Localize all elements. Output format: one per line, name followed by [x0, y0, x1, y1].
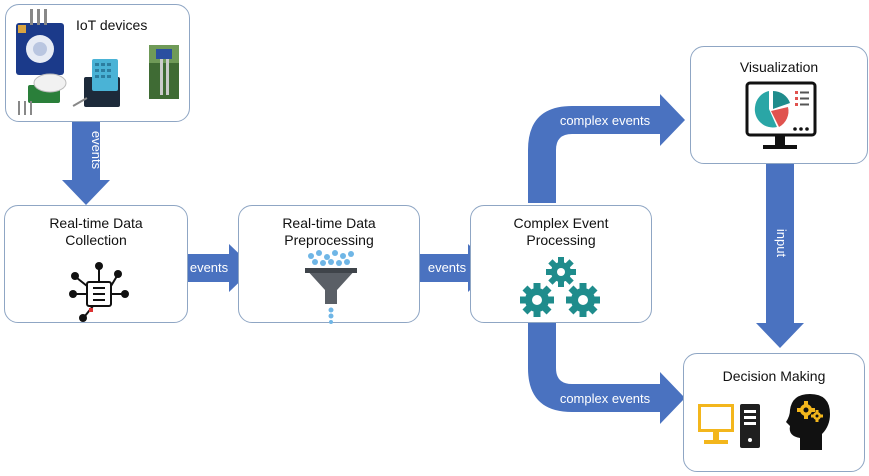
edge-label-cep-to-decision: complex events	[560, 391, 651, 406]
motion-sensor-icon	[18, 73, 67, 115]
collection-title-line2: Collection	[65, 232, 127, 248]
node-complex-event-processing: Complex Event Processing	[470, 205, 652, 323]
head-gears-icon	[786, 394, 830, 450]
edge-label-iot-to-collection: events	[89, 131, 104, 170]
arrow-cep-to-visualization: complex events	[528, 94, 685, 203]
humidity-sensor-icon	[72, 59, 120, 107]
edge-label-cep-to-visualization: complex events	[560, 113, 651, 128]
collection-title-line1: Real-time Data	[49, 215, 143, 231]
edge-label-preprocessing-to-cep: events	[428, 260, 467, 275]
node-iot-devices: IoT devices	[5, 4, 190, 122]
arrow-cep-to-decision: complex events	[528, 322, 685, 424]
arrow-iot-to-collection: events	[62, 122, 110, 205]
edge-label-visualization-to-decision: input	[774, 229, 789, 258]
computer-icon	[698, 404, 760, 448]
data-collection-icon	[69, 262, 129, 322]
decision-title: Decision Making	[722, 368, 826, 384]
gears-icon	[520, 257, 600, 317]
arrow-visualization-to-decision: input	[756, 163, 804, 348]
funnel-icon	[305, 250, 357, 324]
cep-title-line2: Processing	[526, 232, 596, 248]
soil-sensor-icon	[149, 45, 179, 99]
iot-sensors-illustration	[16, 9, 179, 115]
node-real-time-data-collection: Real-time Data Collection	[4, 205, 188, 323]
iot-devices-title: IoT devices	[76, 17, 148, 33]
edge-label-collection-to-preprocessing: events	[190, 260, 229, 275]
monitor-chart-icon	[745, 81, 817, 149]
touch-sensor-icon	[16, 9, 64, 75]
preprocessing-title-line1: Real-time Data	[282, 215, 376, 231]
preprocessing-title-line2: Preprocessing	[284, 232, 374, 248]
cep-title-line1: Complex Event	[513, 215, 609, 231]
visualization-title: Visualization	[739, 59, 819, 75]
node-visualization: Visualization	[690, 46, 868, 164]
node-real-time-data-preprocessing: Real-time Data Preprocessing	[238, 205, 420, 324]
node-decision-making: Decision Making	[683, 353, 865, 472]
decision-illustration	[698, 394, 830, 450]
